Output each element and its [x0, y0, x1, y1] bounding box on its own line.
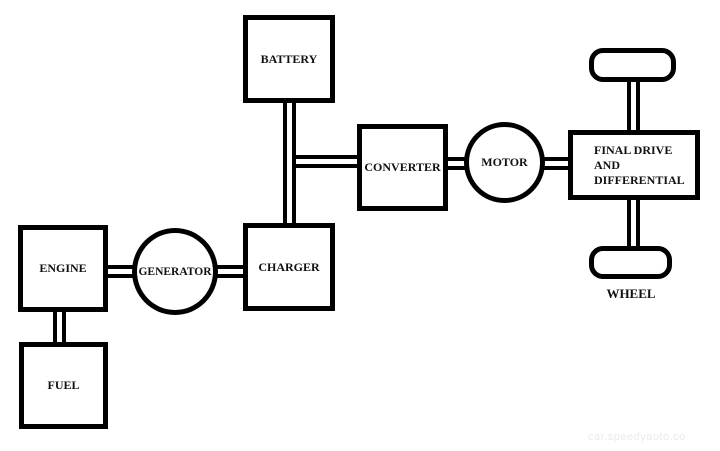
connector-battery-converter — [292, 155, 360, 168]
battery-node: BATTERY — [243, 15, 335, 103]
connector-motor-final-drive — [538, 157, 571, 170]
battery-label: BATTERY — [260, 51, 318, 66]
watermark-text: car.speedyauto.co — [588, 431, 686, 443]
fuel-label: FUEL — [47, 378, 80, 392]
motor-node: MOTOR — [464, 122, 545, 203]
connector-charger-battery — [283, 98, 296, 227]
connector-final-drive-wheel-top — [627, 79, 640, 133]
converter-node: CONVERTER — [357, 124, 448, 211]
charger-node: CHARGER — [243, 223, 335, 311]
generator-node: GENERATOR — [132, 228, 218, 315]
wheel-label: WHEEL — [606, 286, 656, 301]
connector-engine-generator — [104, 265, 138, 278]
connector-engine-fuel — [53, 308, 66, 346]
final-drive-label-line2: AND — [594, 157, 620, 172]
engine-label: ENGINE — [39, 261, 87, 275]
final-drive-label: FINAL DRIVE AND DIFFERENTIAL — [594, 143, 685, 188]
fuel-node: FUEL — [19, 342, 108, 429]
connector-final-drive-wheel-bottom — [627, 197, 640, 249]
connector-generator-charger — [214, 265, 247, 278]
wheel-top-shape — [589, 48, 676, 82]
final-drive-label-line3: DIFFERENTIAL — [594, 172, 685, 187]
wheel-bottom-shape — [589, 246, 672, 279]
final-drive-node: FINAL DRIVE AND DIFFERENTIAL — [568, 130, 700, 200]
final-drive-label-line1: FINAL DRIVE — [594, 142, 673, 157]
converter-label: CONVERTER — [364, 160, 441, 174]
charger-label: CHARGER — [258, 259, 320, 274]
motor-label: MOTOR — [481, 155, 528, 169]
generator-label: GENERATOR — [138, 265, 212, 278]
engine-node: ENGINE — [18, 225, 108, 312]
